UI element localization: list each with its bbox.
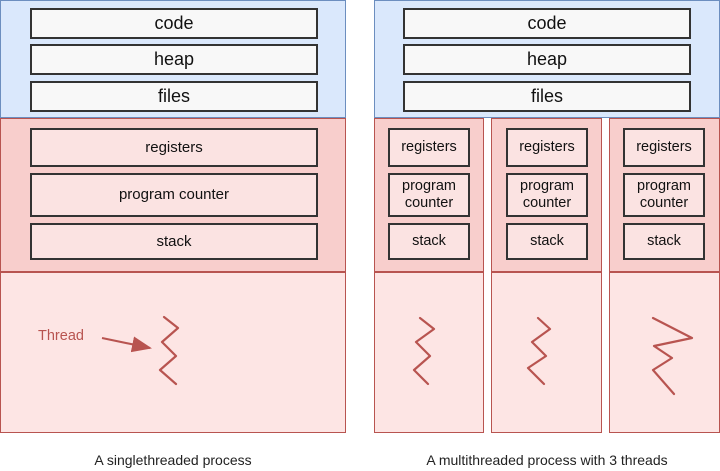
single-caption: A singlethreaded process (94, 452, 252, 468)
thread-1-program-counter-box: program counter (388, 173, 470, 217)
thread-2-squiggle (526, 316, 552, 386)
thread-arrow (101, 336, 152, 353)
thread-2-execution-region (491, 272, 602, 433)
multi-files-box: files (403, 81, 691, 112)
thread-3-registers-label: registers (636, 138, 692, 155)
thread-label: Thread (38, 328, 84, 344)
multi-code-box: code (403, 8, 691, 39)
thread-2-program-counter-label: program counter (520, 177, 574, 211)
single-files-box: files (30, 81, 318, 112)
thread-2-stack-label: stack (530, 232, 564, 249)
thread-3-squiggle (651, 316, 694, 396)
multi-code-label: code (527, 12, 567, 33)
multi-caption: A multithreaded process with 3 threads (426, 452, 668, 468)
thread-3-stack-box: stack (623, 223, 705, 260)
single-stack-label: stack (156, 232, 192, 250)
thread-2-registers-box: registers (506, 128, 588, 167)
thread-1-squiggle (412, 316, 436, 386)
single-code-label: code (154, 12, 194, 33)
single-thread-squiggle (158, 315, 180, 386)
thread-1-program-counter-label: program counter (402, 177, 456, 211)
thread-3-program-counter-box: program counter (623, 173, 705, 217)
thread-1-registers-label: registers (401, 138, 457, 155)
thread-2-program-counter-box: program counter (506, 173, 588, 217)
single-program-counter-label: program counter (118, 186, 230, 203)
thread-1-stack-box: stack (388, 223, 470, 260)
thread-2-stack-box: stack (506, 223, 588, 260)
single-files-label: files (157, 85, 190, 106)
multi-heap-label: heap (526, 48, 568, 69)
single-stack-box: stack (30, 223, 318, 260)
thread-3-registers-box: registers (623, 128, 705, 167)
thread-3-program-counter-label: program counter (637, 177, 691, 211)
thread-1-registers-box: registers (388, 128, 470, 167)
single-registers-label: registers (145, 138, 203, 156)
single-code-box: code (30, 8, 318, 39)
thread-3-stack-label: stack (647, 232, 681, 249)
multi-files-label: files (530, 85, 563, 106)
thread-1-execution-region (374, 272, 484, 433)
single-heap-box: heap (30, 44, 318, 75)
single-program-counter-box: program counter (30, 173, 318, 217)
thread-2-registers-label: registers (519, 138, 575, 155)
multi-heap-box: heap (403, 44, 691, 75)
single-registers-box: registers (30, 128, 318, 167)
single-heap-label: heap (153, 48, 195, 69)
thread-1-stack-label: stack (412, 232, 446, 249)
